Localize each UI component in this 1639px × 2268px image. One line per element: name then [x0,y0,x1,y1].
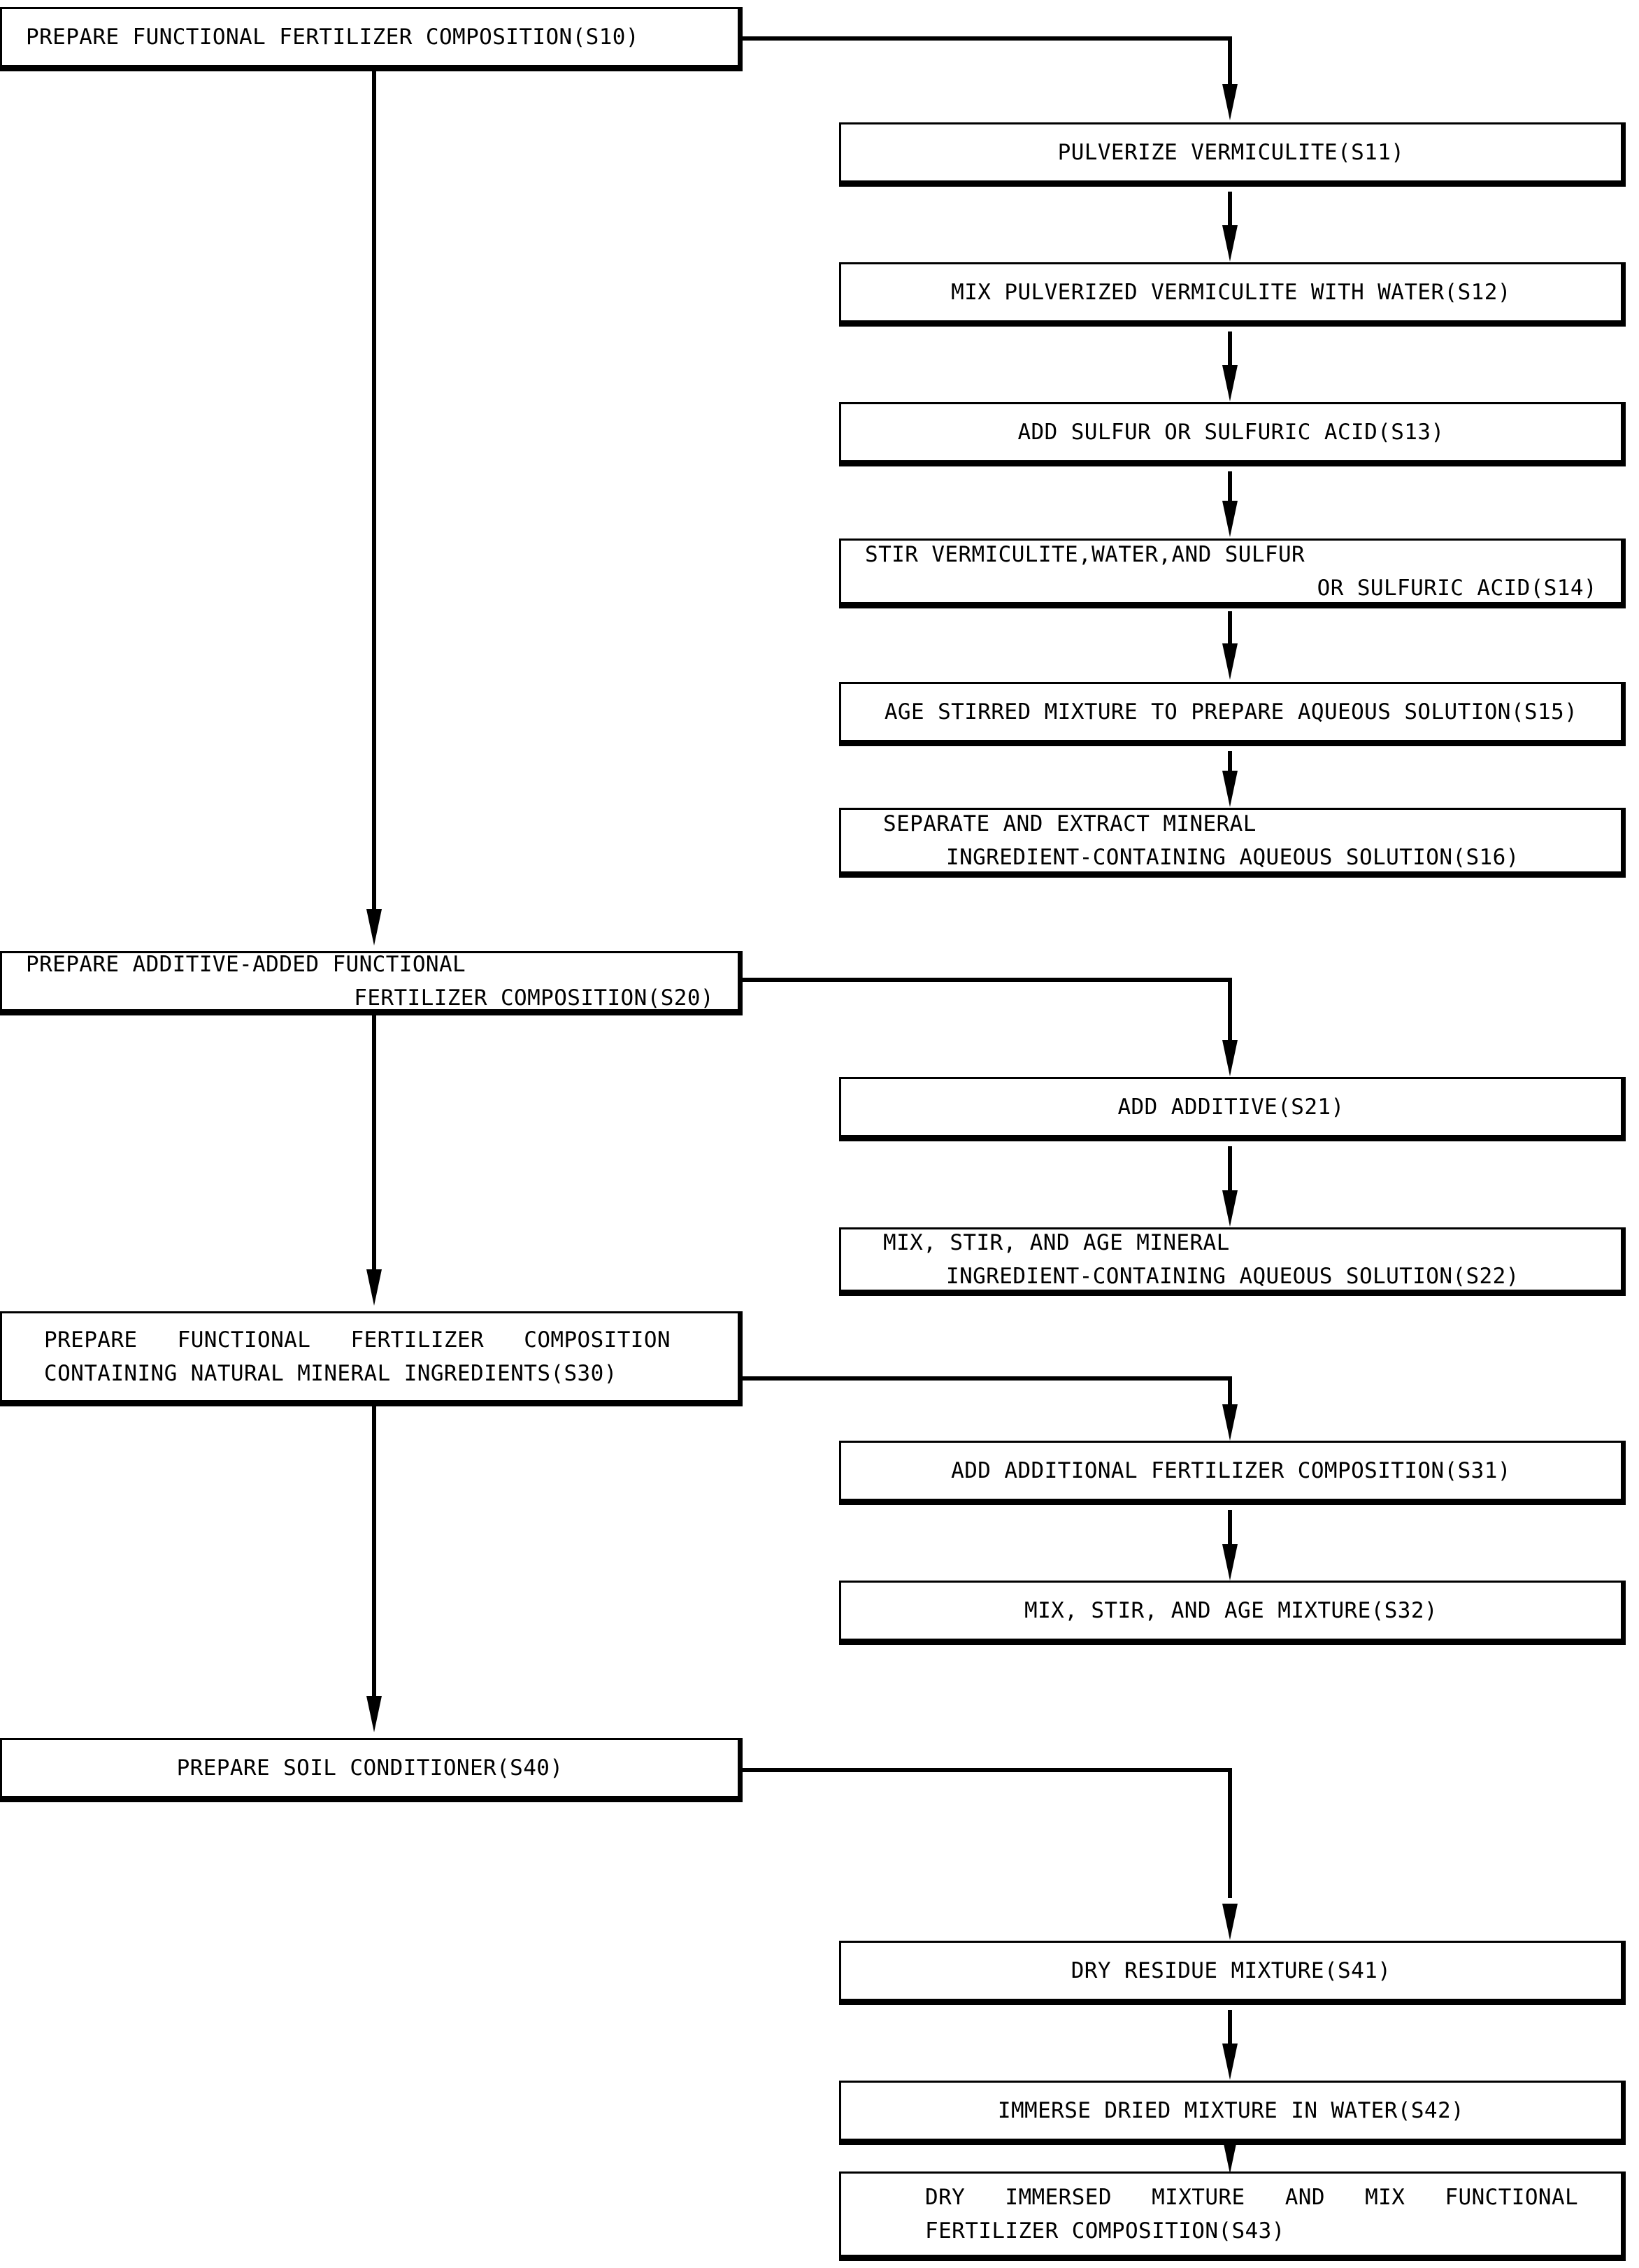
process-box-s41-line-1: DRY RESIDUE MIXTURE(S41) [1071,1957,1391,1983]
connector-s40-branch-vertical [1228,1768,1232,1898]
process-box-s15[interactable]: AGE STIRRED MIXTURE TO PREPARE AQUEOUS S… [839,682,1626,746]
arrowhead-s41 [1222,1904,1238,1940]
process-box-s30[interactable]: PREPARE FUNCTIONAL FERTILIZER COMPOSITIO… [0,1311,743,1406]
process-box-s40[interactable]: PREPARE SOIL CONDITIONER(S40) [0,1738,743,1802]
process-box-s22-line-2: INGREDIENT-CONTAINING AQUEOUS SOLUTION(S… [946,1264,1519,1289]
connector-s14-to-s15 [1228,611,1232,649]
connector-s30-to-s40 [372,1405,376,1699]
process-box-s31-line-1: ADD ADDITIONAL FERTILIZER COMPOSITION(S3… [951,1457,1511,1483]
connector-s10-to-s20 [372,70,376,918]
process-box-s32[interactable]: MIX, STIR, AND AGE MIXTURE(S32) [839,1581,1626,1645]
process-box-s10[interactable]: PREPARE FUNCTIONAL FERTILIZER COMPOSITIO… [0,7,743,71]
process-box-s13-line-1: ADD SULFUR OR SULFURIC ACID(S13) [1017,419,1445,445]
process-box-s30-line-2: CONTAINING NATURAL MINERAL INGREDIENTS(S… [44,1361,617,1386]
process-box-s41[interactable]: DRY RESIDUE MIXTURE(S41) [839,1941,1626,2005]
arrowhead-s32 [1222,1544,1238,1581]
process-box-s30-line-1: PREPARE FUNCTIONAL FERTILIZER COMPOSITIO… [44,1327,671,1353]
arrowhead-s20 [366,909,382,946]
process-box-s42[interactable]: IMMERSE DRIED MIXTURE IN WATER(S42) [839,2081,1626,2145]
arrowhead-s13 [1222,365,1238,401]
process-box-s31[interactable]: ADD ADDITIONAL FERTILIZER COMPOSITION(S3… [839,1441,1626,1505]
process-box-s13[interactable]: ADD SULFUR OR SULFURIC ACID(S13) [839,402,1626,466]
arrowhead-s14 [1222,501,1238,537]
connector-s13-to-s14 [1228,471,1232,506]
arrowhead-s42 [1222,2044,1238,2080]
process-box-s22-line-1: MIX, STIR, AND AGE MINERAL [883,1229,1230,1255]
process-box-s32-line-1: MIX, STIR, AND AGE MIXTURE(S32) [1024,1597,1438,1623]
arrowhead-s30 [366,1269,382,1306]
connector-s31-to-s32 [1228,1510,1232,1549]
process-box-s10-line-1: PREPARE FUNCTIONAL FERTILIZER COMPOSITIO… [26,24,639,50]
process-box-s40-line-1: PREPARE SOIL CONDITIONER(S40) [176,1755,564,1781]
process-box-s21[interactable]: ADD ADDITIVE(S21) [839,1077,1626,1141]
process-box-s16-line-1: SEPARATE AND EXTRACT MINERAL [883,811,1257,836]
process-box-s12[interactable]: MIX PULVERIZED VERMICULITE WITH WATER(S1… [839,262,1626,327]
process-box-s15-line-1: AGE STIRRED MIXTURE TO PREPARE AQUEOUS S… [884,699,1578,725]
process-box-s11[interactable]: PULVERIZE VERMICULITE(S11) [839,122,1626,187]
connector-s30-branch-horizontal [740,1376,1232,1381]
process-box-s16-line-2: INGREDIENT-CONTAINING AQUEOUS SOLUTION(S… [946,845,1519,870]
process-box-s20-line-1: PREPARE ADDITIVE-ADDED FUNCTIONAL [26,951,466,977]
connector-s40-branch-horizontal [740,1768,1232,1772]
process-box-s14[interactable]: STIR VERMICULITE,WATER,AND SULFUR OR SUL… [839,539,1626,608]
process-box-s42-line-1: IMMERSE DRIED MIXTURE IN WATER(S42) [997,2097,1465,2123]
connector-s20-branch-vertical [1228,978,1232,1045]
connector-s10-branch-horizontal [740,36,1232,41]
connector-s20-branch-horizontal [740,978,1232,982]
process-box-s43-line-1: DRY IMMERSED MIXTURE AND MIX FUNCTIONAL [925,2184,1579,2210]
connector-s41-to-s42 [1228,2010,1232,2049]
process-box-s22[interactable]: MIX, STIR, AND AGE MINERAL INGREDIENT-CO… [839,1227,1626,1296]
process-box-s16[interactable]: SEPARATE AND EXTRACT MINERAL INGREDIENT-… [839,808,1626,878]
process-box-s43-line-2: FERTILIZER COMPOSITION(S43) [925,2218,1285,2244]
connector-s30-branch-vertical [1228,1376,1232,1414]
arrowhead-s43 [1222,2137,1238,2174]
process-box-s21-line-1: ADD ADDITIVE(S21) [1117,1094,1345,1120]
arrowhead-s31 [1222,1404,1238,1441]
arrowhead-s16 [1222,771,1238,807]
connector-s21-to-s22 [1228,1146,1232,1195]
process-box-s20-line-2: FERTILIZER COMPOSITION(S20) [354,985,714,1011]
process-box-s11-line-1: PULVERIZE VERMICULITE(S11) [1057,139,1405,165]
arrowhead-s11 [1222,84,1238,120]
connector-s12-to-s13 [1228,331,1232,371]
arrowhead-s22 [1222,1190,1238,1227]
connector-s20-to-s30 [372,1013,376,1278]
arrowhead-s12 [1222,225,1238,262]
process-box-s12-line-1: MIX PULVERIZED VERMICULITE WITH WATER(S1… [951,279,1511,305]
process-box-s43[interactable]: DRY IMMERSED MIXTURE AND MIX FUNCTIONAL … [839,2171,1626,2261]
process-box-s20[interactable]: PREPARE ADDITIVE-ADDED FUNCTIONAL FERTIL… [0,951,743,1015]
arrowhead-s21 [1222,1040,1238,1076]
process-box-s14-line-2: OR SULFURIC ACID(S14) [1317,576,1597,601]
connector-s10-branch-vertical [1228,36,1232,89]
connector-s11-to-s12 [1228,192,1232,231]
arrowhead-s15 [1222,643,1238,680]
connector-s15-to-s16 [1228,751,1232,776]
process-box-s14-line-1: STIR VERMICULITE,WATER,AND SULFUR [865,541,1305,567]
arrowhead-s40 [366,1696,382,1732]
